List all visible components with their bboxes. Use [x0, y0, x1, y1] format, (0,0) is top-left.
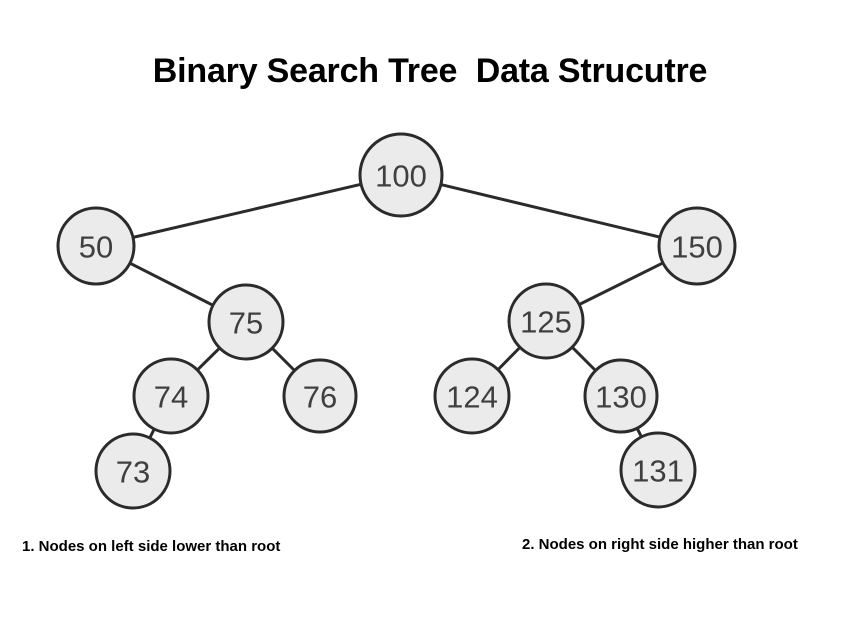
caption-left-rule: 1. Nodes on left side lower than root — [22, 538, 281, 555]
tree-node-150[interactable]: 150 — [657, 206, 737, 286]
tree-node-circle-73 — [94, 432, 172, 510]
tree-node-circle-150 — [657, 206, 737, 286]
tree-node-circle-76 — [282, 358, 358, 434]
tree-node-130[interactable]: 130 — [583, 358, 659, 434]
tree-node-125[interactable]: 125 — [507, 282, 585, 360]
tree-edge-150-125 — [576, 260, 666, 307]
tree-edge-75-74 — [195, 345, 222, 373]
tree-edge-50-75 — [127, 261, 216, 308]
tree-node-label-76: 76 — [303, 380, 337, 415]
caption-right-rule: 2. Nodes on right side higher than root — [522, 536, 798, 553]
tree-node-label-125: 125 — [520, 305, 572, 340]
tree-node-circle-130 — [583, 358, 659, 434]
tree-edge-125-130 — [569, 344, 598, 373]
tree-node-124[interactable]: 124 — [433, 357, 511, 435]
tree-node-circle-125 — [507, 282, 585, 360]
tree-node-100[interactable]: 100 — [358, 132, 444, 218]
tree-node-73[interactable]: 73 — [94, 432, 172, 510]
tree-node-75[interactable]: 75 — [207, 283, 285, 361]
tree-node-50[interactable]: 50 — [56, 206, 136, 286]
tree-node-circle-100 — [358, 132, 444, 218]
tree-node-74[interactable]: 74 — [132, 357, 210, 435]
tree-node-76[interactable]: 76 — [282, 358, 358, 434]
tree-node-circle-124 — [433, 357, 511, 435]
tree-edges — [127, 182, 666, 441]
tree-edge-100-50 — [130, 182, 364, 240]
tree-node-label-150: 150 — [671, 230, 723, 265]
tree-node-label-130: 130 — [595, 380, 647, 415]
tree-edge-100-150 — [438, 182, 663, 239]
tree-node-circle-50 — [56, 206, 136, 286]
tree-node-label-73: 73 — [116, 455, 150, 490]
tree-node-circle-131 — [619, 431, 697, 509]
tree-node-circle-75 — [207, 283, 285, 361]
tree-node-131[interactable]: 131 — [619, 431, 697, 509]
tree-node-label-50: 50 — [79, 230, 113, 265]
tree-nodes: 100 50 150 75 125 74 76 124 130 73 131 — [56, 132, 737, 510]
tree-edge-75-76 — [269, 345, 297, 373]
tree-node-label-75: 75 — [229, 306, 263, 341]
tree-node-circle-74 — [132, 357, 210, 435]
tree-node-label-131: 131 — [632, 454, 684, 489]
tree-node-label-74: 74 — [154, 380, 188, 415]
tree-node-label-100: 100 — [375, 159, 427, 194]
tree-edge-125-124 — [495, 345, 523, 372]
page-title: Binary Search Tree Data Strucutre — [152, 52, 708, 90]
tree-node-label-124: 124 — [446, 380, 498, 415]
